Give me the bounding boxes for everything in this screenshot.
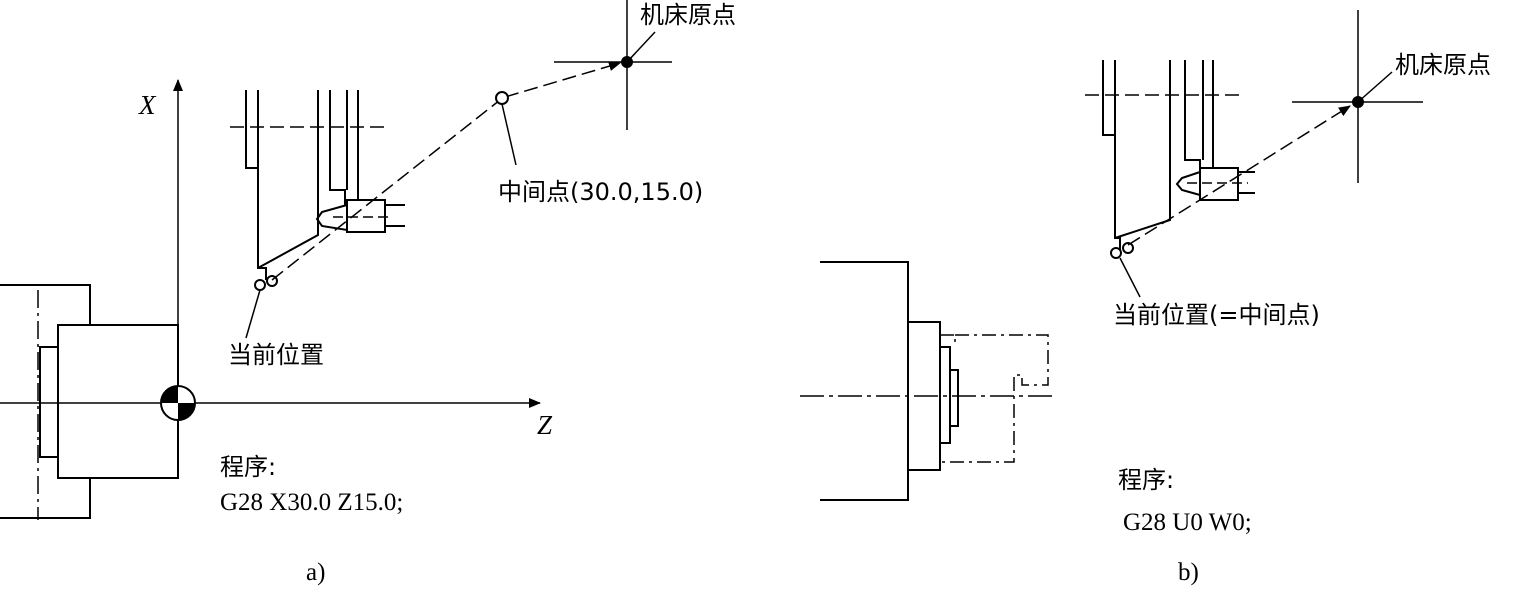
axis-z-label: Z — [537, 410, 553, 440]
leader-current-position-a — [245, 289, 261, 339]
program-code-a: G28 X30.0 Z15.0; — [220, 489, 404, 516]
program-code-b: G28 U0 W0; — [1123, 509, 1252, 536]
current-position-label-a: 当前位置 — [228, 341, 324, 369]
diagram-a — [0, 0, 672, 520]
program-heading-a: 程序: — [220, 453, 277, 481]
axes-a — [0, 79, 541, 440]
machine-origin-marker-b — [1292, 10, 1423, 183]
turret-a — [230, 90, 405, 291]
machine-origin-label-b: 机床原点 — [1395, 51, 1491, 79]
diagram-b — [800, 10, 1423, 501]
tool-path-b — [1127, 105, 1351, 246]
program-heading-b: 程序: — [1118, 466, 1175, 494]
tool-path-a — [271, 61, 621, 281]
leader-current-position-b — [1119, 257, 1141, 298]
workpiece-b — [800, 261, 1052, 501]
machine-origin-label-a: 机床原点 — [640, 1, 736, 29]
leader-machine-origin-a — [626, 31, 656, 63]
intermediate-point-label: 中间点(30.0,15.0) — [498, 178, 704, 206]
leader-machine-origin-b — [1357, 71, 1393, 103]
workpiece-origin-symbol — [160, 385, 196, 421]
leader-intermediate-point — [501, 103, 517, 166]
turret-b — [1085, 60, 1255, 259]
caption-b: b) — [1178, 559, 1199, 586]
current-position-label-b: 当前位置(=中间点) — [1113, 301, 1320, 329]
axis-x-label: X — [139, 90, 156, 120]
caption-a: a) — [306, 559, 326, 586]
